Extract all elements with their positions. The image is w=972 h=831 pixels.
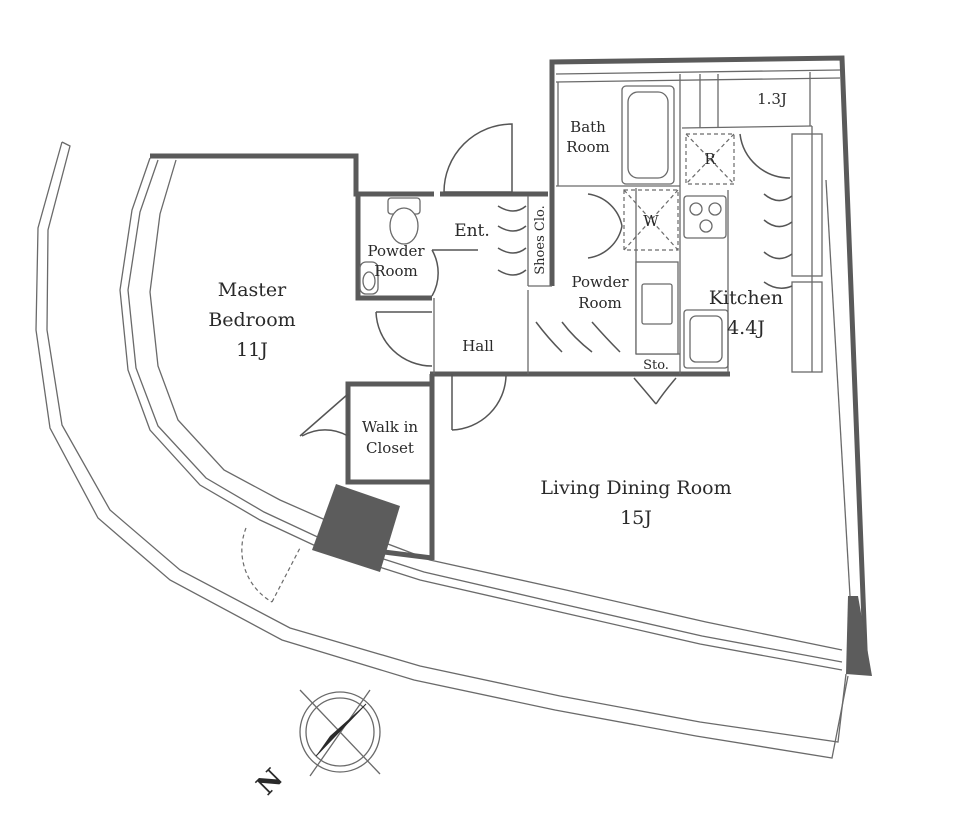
living-dining-label: Living Dining Room: [540, 477, 731, 499]
entrance-label: Ent.: [454, 221, 490, 241]
living-dining-size: 15J: [620, 507, 652, 529]
washer-label: W: [643, 212, 659, 230]
north-label: N: [251, 763, 289, 801]
balcony-outline: [35, 141, 849, 759]
bath-room-label-1: Bath: [570, 118, 606, 136]
powder-room-2-label-2: Room: [578, 294, 622, 312]
hall-label: Hall: [462, 337, 494, 355]
bath-room-label-2: Room: [566, 138, 610, 156]
compass-icon: [299, 689, 381, 777]
storage-label: Sto.: [643, 358, 669, 373]
structural-column: [312, 484, 400, 572]
sink: [362, 271, 376, 291]
refrigerator-label: R: [704, 150, 716, 168]
powder-room-2-label-1: Powder: [571, 273, 629, 291]
toilet: [389, 207, 419, 245]
room-labels: Master Bedroom 11J Powder Room Ent. Shoe…: [208, 90, 787, 529]
kitchen-label: Kitchen: [709, 287, 783, 309]
doors: [241, 123, 793, 603]
master-bedroom-label-1: Master: [218, 279, 287, 301]
master-bedroom-size: 11J: [236, 339, 268, 361]
master-bedroom-label-2: Bedroom: [208, 309, 295, 331]
fixtures: [359, 72, 823, 373]
walk-in-closet-label-1: Walk in: [362, 418, 419, 436]
storage-small-size: 1.3J: [757, 90, 787, 108]
powder-room-1-label-1: Powder: [367, 242, 425, 260]
partitions: [433, 69, 851, 597]
refrigerator: [685, 133, 735, 185]
walls: [150, 55, 869, 675]
window-band: [119, 157, 843, 671]
washer: [623, 189, 679, 251]
corner-column: [846, 596, 872, 676]
powder-room-1-label-2: Room: [374, 262, 418, 280]
shoes-closet-label: Shoes Clo.: [533, 205, 548, 274]
kitchen-cabinet: [791, 133, 823, 277]
kitchen-size: 4.4J: [727, 317, 765, 339]
walk-in-closet-label-2: Closet: [366, 439, 414, 457]
